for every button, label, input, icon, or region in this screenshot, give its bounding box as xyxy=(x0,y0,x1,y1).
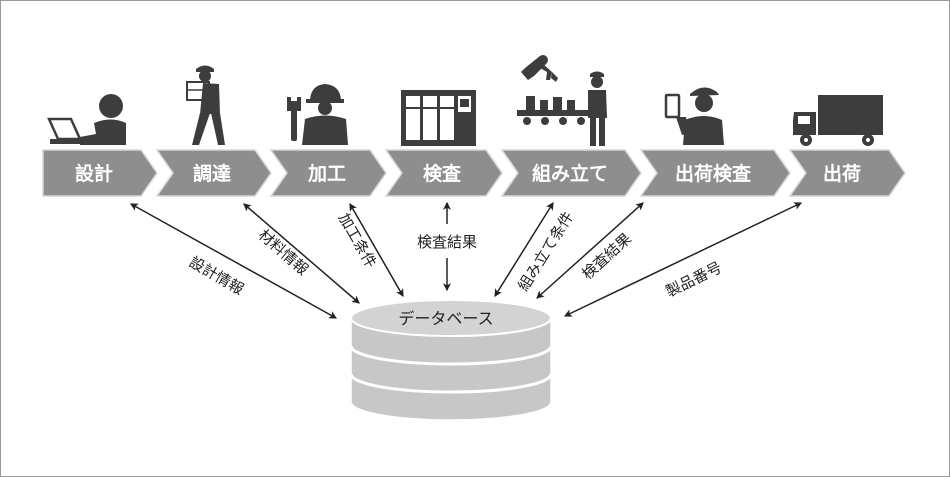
database-label: データベース xyxy=(398,309,493,328)
stage-shipping: 出荷 xyxy=(788,149,906,197)
stage-label: 出荷 xyxy=(823,162,861,185)
worker-with-tablet-icon xyxy=(664,87,724,145)
machine-cabinet-icon xyxy=(401,90,476,146)
flow-label-design: 設計情報 xyxy=(186,253,247,299)
stage-procure: 調達 xyxy=(155,149,272,197)
database-cylinder: データベース xyxy=(349,299,553,421)
person-at-laptop-icon xyxy=(47,94,126,145)
stage-label: 組み立て xyxy=(532,162,608,185)
flow-label-shipping-inspection: 検査結果 xyxy=(578,230,635,284)
robot-arm-assembly-line-icon xyxy=(517,55,607,146)
process-flow: 設計 調達 加工 検査 組み立て 出荷検査 xyxy=(42,149,906,197)
stage-shipping-inspection: 出荷検査 xyxy=(639,149,791,197)
stage-assembly: 組み立て xyxy=(500,149,642,197)
flow-arrow-procure xyxy=(243,203,360,304)
stage-label: 出荷検査 xyxy=(675,162,752,185)
flow-label-machining: 加工条件 xyxy=(335,210,381,271)
stage-label: 設計 xyxy=(75,162,113,185)
flow-arrows xyxy=(129,201,803,319)
flow-arrow-shipping xyxy=(563,202,803,317)
flow-label-procure: 材料情報 xyxy=(255,226,312,279)
stage-label: 検査 xyxy=(423,162,462,185)
stage-inspection: 検査 xyxy=(384,149,503,197)
flow-labels: 設計情報 材料情報 加工条件 検査結果 組み立て条件 検査結果 製品番号 xyxy=(186,208,725,300)
stage-machining: 加工 xyxy=(269,149,387,197)
worker-carrying-box-icon xyxy=(186,65,225,145)
stage-label: 加工 xyxy=(307,163,346,185)
worker-with-wrench-icon xyxy=(287,84,348,145)
delivery-truck-icon xyxy=(793,95,883,146)
stage-label: 調達 xyxy=(193,162,231,185)
flow-arrow-machining xyxy=(349,202,404,298)
stage-design: 設計 xyxy=(42,149,158,197)
flow-label-inspection: 検査結果 xyxy=(417,233,477,251)
